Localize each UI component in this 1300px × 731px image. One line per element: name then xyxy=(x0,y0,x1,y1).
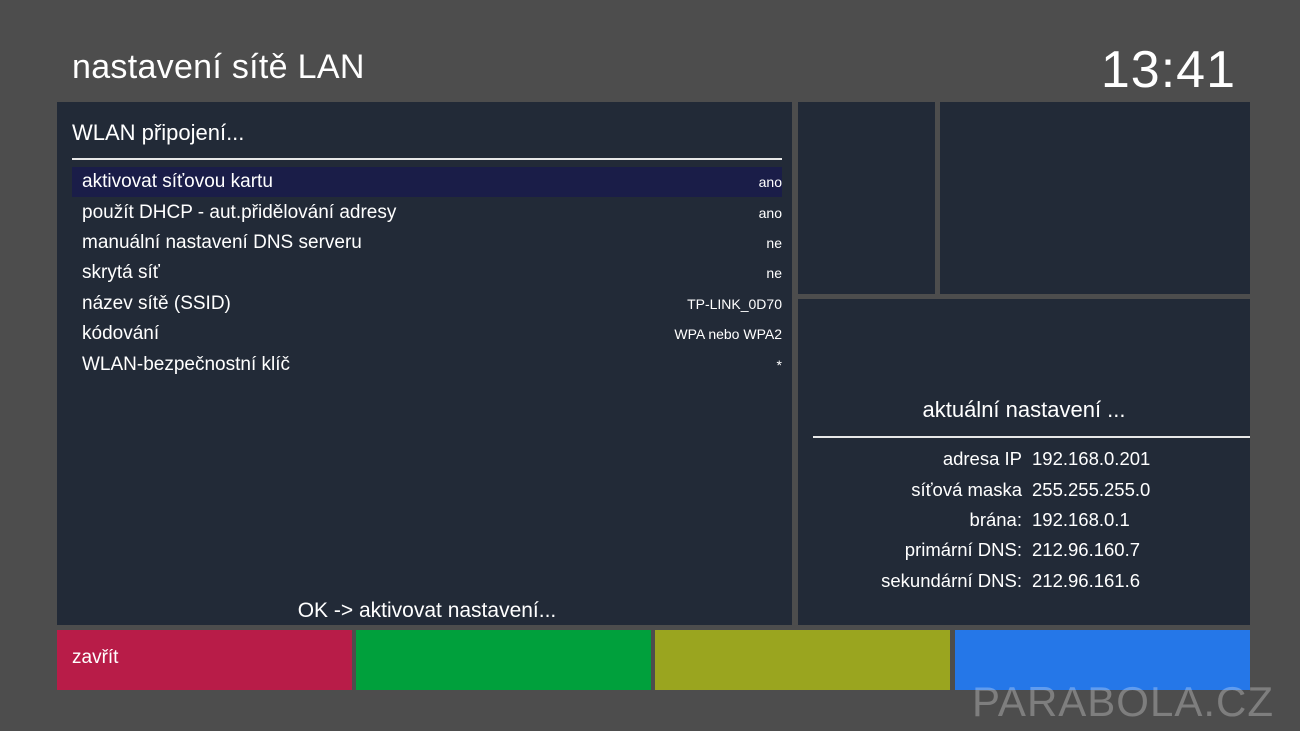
menu-item-value: WPA nebo WPA2 xyxy=(674,326,782,343)
info-title: aktuální nastavení ... xyxy=(922,397,1126,422)
menu-item-dhcp[interactable]: použít DHCP - aut.přidělování adresy ano xyxy=(72,197,782,227)
info-value: 192.168.0.201 xyxy=(1032,448,1151,470)
menu-item-label: WLAN-bezpečnostní klíč xyxy=(82,353,291,375)
info-key: sekundární DNS: xyxy=(881,569,1022,591)
menu-item-activate-network-card[interactable]: aktivovat síťovou kartu ano xyxy=(72,167,782,198)
menu-item-label: manuální nastavení DNS serveru xyxy=(82,231,362,253)
menu-item-encryption[interactable]: kódování WPA nebo WPA2 xyxy=(72,319,782,349)
info-value: 255.255.255.0 xyxy=(1032,478,1151,500)
menu-item-label: kódování xyxy=(82,323,160,345)
info-row-gateway: brána: 192.168.0.1 xyxy=(798,505,1250,535)
green-button[interactable] xyxy=(356,630,651,690)
menu-item-label: aktivovat síťovou kartu xyxy=(82,171,273,193)
preview-tile-small xyxy=(798,102,935,294)
menu-item-security-key[interactable]: WLAN-bezpečnostní klíč * xyxy=(72,349,782,379)
info-key: adresa IP xyxy=(942,448,1022,470)
blue-button[interactable] xyxy=(955,630,1250,690)
red-button-close[interactable]: zavřít xyxy=(57,630,352,690)
info-key: brána: xyxy=(969,508,1022,530)
menu-item-label: použít DHCP - aut.přidělování adresy xyxy=(82,201,397,223)
menu-item-label: název sítě (SSID) xyxy=(82,292,231,314)
divider xyxy=(72,158,782,160)
menu-item-manual-dns[interactable]: manuální nastavení DNS serveru ne xyxy=(72,228,782,258)
menu-item-hidden-network[interactable]: skrytá síť ne xyxy=(72,258,782,288)
info-key: síťová maska xyxy=(911,478,1022,500)
info-row-ip: adresa IP 192.168.0.201 xyxy=(798,444,1250,474)
wlan-settings-panel: WLAN připojení... aktivovat síťovou kart… xyxy=(57,102,792,625)
info-row-primary-dns: primární DNS: 212.96.160.7 xyxy=(798,535,1250,565)
settings-menu: aktivovat síťovou kartu ano použít DHCP … xyxy=(72,167,782,380)
ok-hint: OK -> aktivovat nastavení... xyxy=(297,599,557,622)
info-row-secondary-dns: sekundární DNS: 212.96.161.6 xyxy=(798,566,1250,596)
menu-item-label: skrytá síť xyxy=(82,262,160,284)
current-settings-panel: aktuální nastavení ... adresa IP 192.168… xyxy=(798,299,1250,625)
info-value: 212.96.160.7 xyxy=(1032,539,1141,561)
info-value: 192.168.0.1 xyxy=(1032,508,1130,530)
menu-item-value: TP-LINK_0D70 xyxy=(687,295,782,312)
menu-item-value: ne xyxy=(766,265,782,282)
screen-title: nastavení sítě LAN xyxy=(72,48,365,86)
menu-item-value: ano xyxy=(758,174,782,191)
panel-title: WLAN připojení... xyxy=(72,120,245,145)
menu-item-ssid[interactable]: název sítě (SSID) TP-LINK_0D70 xyxy=(72,289,782,319)
info-row-netmask: síťová maska 255.255.255.0 xyxy=(798,474,1250,504)
red-button-label: zavřít xyxy=(72,647,119,668)
info-list: adresa IP 192.168.0.201 síťová maska 255… xyxy=(798,444,1250,596)
clock: 13:41 xyxy=(1100,41,1236,99)
menu-item-value: * xyxy=(776,356,782,373)
menu-item-value: ne xyxy=(766,234,782,251)
yellow-button[interactable] xyxy=(655,630,950,690)
preview-tile-large xyxy=(940,102,1250,294)
menu-item-value: ano xyxy=(758,204,782,221)
divider xyxy=(813,436,1250,438)
watermark: PARABOLA.CZ xyxy=(972,678,1274,725)
info-value: 212.96.161.6 xyxy=(1032,569,1141,591)
info-key: primární DNS: xyxy=(904,539,1022,561)
